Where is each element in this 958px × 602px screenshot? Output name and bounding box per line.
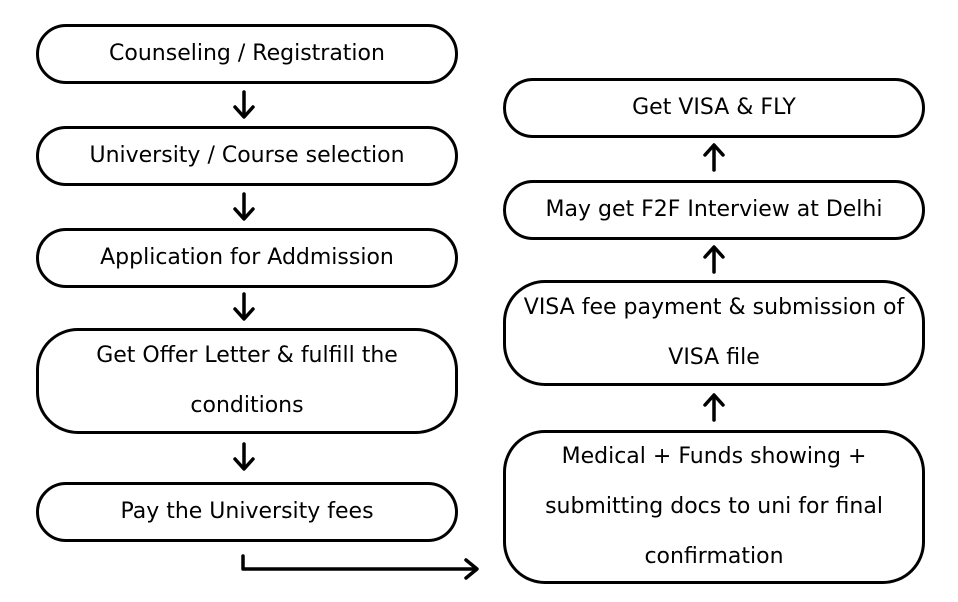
step-label: Get VISA & FLY bbox=[632, 95, 796, 120]
step-label: Get Offer Letter & fulfill the condition… bbox=[96, 343, 398, 418]
step-counseling-registration: Counseling / Registration bbox=[36, 24, 458, 84]
step-label: University / Course selection bbox=[89, 143, 405, 168]
step-f2f-interview: May get F2F Interview at Delhi bbox=[503, 180, 925, 240]
arrow-down-4 bbox=[233, 442, 255, 471]
step-label: Medical + Funds showing + submitting doc… bbox=[545, 444, 883, 569]
step-medical-funds: Medical + Funds showing + submitting doc… bbox=[503, 430, 925, 584]
step-label: VISA fee payment & submission of VISA fi… bbox=[523, 295, 905, 370]
step-get-visa-fly: Get VISA & FLY bbox=[503, 78, 925, 138]
step-university-course-selection: University / Course selection bbox=[36, 126, 458, 186]
arrow-down-1 bbox=[233, 90, 255, 119]
step-label: Counseling / Registration bbox=[109, 41, 385, 66]
arrow-up-1 bbox=[703, 393, 725, 422]
step-visa-fee-payment: VISA fee payment & submission of VISA fi… bbox=[503, 280, 925, 386]
arrow-down-2 bbox=[233, 192, 255, 221]
step-pay-university-fees: Pay the University fees bbox=[36, 482, 458, 542]
arrow-connector-right bbox=[241, 554, 479, 580]
step-application-for-admission: Application for Addmission bbox=[36, 228, 458, 288]
step-label: Application for Addmission bbox=[100, 245, 394, 270]
step-label: May get F2F Interview at Delhi bbox=[545, 197, 883, 222]
arrow-up-2 bbox=[703, 245, 725, 274]
arrow-down-3 bbox=[233, 292, 255, 321]
step-label: Pay the University fees bbox=[120, 499, 374, 524]
arrow-up-3 bbox=[703, 143, 725, 172]
step-get-offer-letter: Get Offer Letter & fulfill the condition… bbox=[36, 328, 458, 434]
